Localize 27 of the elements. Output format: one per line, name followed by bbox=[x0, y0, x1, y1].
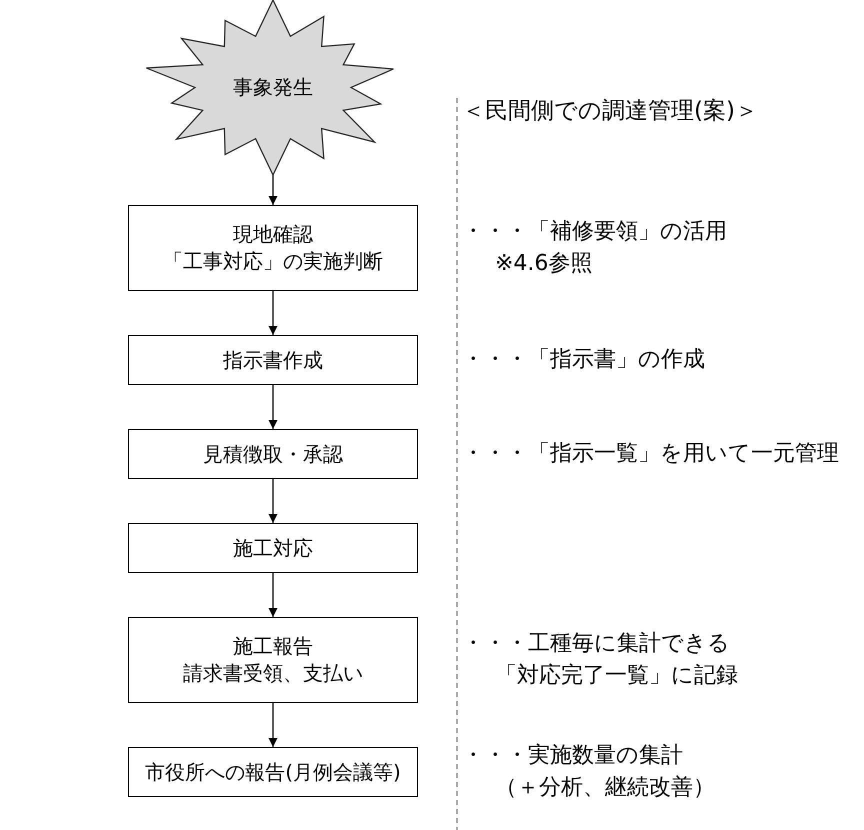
side-note: ・・・実施数量の集計（＋分析、継続改善） bbox=[462, 742, 715, 802]
process-box bbox=[128, 747, 418, 797]
step-label: 市役所への報告(月例会議等) bbox=[145, 758, 401, 786]
step-label: 指示書作成 bbox=[223, 346, 323, 374]
arrow bbox=[268, 479, 278, 523]
arrow bbox=[268, 703, 278, 747]
step-label: 施工対応 bbox=[233, 534, 313, 562]
step-label: 請求書受領、支払い bbox=[183, 660, 363, 687]
arrow bbox=[268, 291, 278, 335]
step-label: 見積徴取・承認 bbox=[203, 440, 343, 468]
side-note: ・・・工種毎に集計できる「対応完了一覧」に記録 bbox=[462, 630, 738, 690]
arrow bbox=[268, 573, 278, 617]
step-label: 現地確認 bbox=[233, 221, 313, 248]
process-box bbox=[128, 617, 418, 703]
step-label: 「工事対応」の実施判断 bbox=[163, 248, 383, 275]
arrow bbox=[268, 385, 278, 429]
process-box bbox=[128, 429, 418, 479]
title: ＜民間側での調達管理(案)＞ bbox=[462, 97, 758, 126]
process-box bbox=[128, 205, 418, 291]
side-note: ・・・「指示一覧」を用いて一元管理 bbox=[462, 440, 839, 468]
process-box bbox=[128, 335, 418, 385]
step-label: 施工報告 bbox=[233, 633, 313, 660]
side-note: ・・・「指示書」の作成 bbox=[462, 346, 705, 374]
arrow bbox=[268, 175, 278, 205]
side-note: ・・・「補修要領」の活用※4.6参照 bbox=[462, 218, 727, 278]
event-label: 事象発生 bbox=[233, 74, 313, 101]
process-box bbox=[128, 523, 418, 573]
